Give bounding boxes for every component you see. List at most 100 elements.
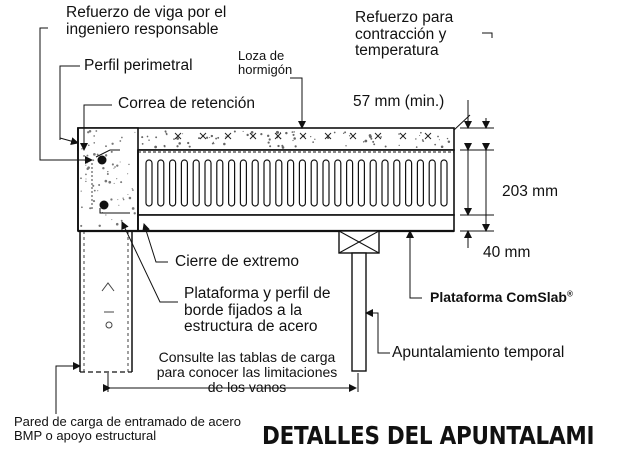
rebar-mark	[274, 132, 282, 140]
deck-rib	[157, 159, 165, 207]
concrete-speckle	[104, 154, 108, 157]
concrete-speckle	[293, 131, 295, 133]
concrete-speckle	[85, 173, 87, 176]
concrete-speckle	[210, 134, 214, 138]
concrete-speckle	[419, 134, 421, 137]
rebar-mark	[299, 132, 307, 140]
concrete-speckle	[267, 141, 270, 144]
concrete-speckle	[111, 163, 114, 166]
edge-beam	[77, 127, 139, 232]
registered-mark: ®	[566, 289, 573, 299]
concrete-speckle	[415, 146, 418, 148]
concrete-speckle	[155, 136, 158, 139]
deck-rib	[145, 159, 153, 207]
concrete-speckle	[80, 224, 83, 227]
concrete-speckle	[304, 135, 306, 137]
rebar-mark	[399, 132, 407, 140]
bearing-wall	[79, 231, 133, 373]
temporary-shoring-label: Apuntalamiento temporal	[392, 344, 565, 361]
concrete-speckle	[98, 224, 101, 228]
concrete-speckle	[93, 189, 96, 192]
concrete-speckle	[448, 141, 450, 143]
concrete-speckle	[83, 154, 86, 157]
concrete-speckle	[98, 183, 101, 186]
rebar-mark	[324, 132, 332, 140]
retention-strap-label: Correa de retención	[118, 95, 255, 112]
concrete-slab	[77, 127, 455, 151]
deck-rib	[216, 159, 224, 207]
concrete-speckle	[422, 140, 425, 143]
concrete-speckle	[176, 137, 180, 140]
concrete-speckle	[111, 219, 113, 221]
concrete-speckle	[104, 179, 108, 183]
concrete-speckle	[266, 134, 270, 138]
concrete-speckle	[115, 222, 119, 226]
concrete-speckle	[128, 196, 132, 200]
concrete-speckle	[209, 137, 211, 139]
deck-rib	[405, 159, 413, 207]
concrete-speckle	[146, 135, 149, 138]
concrete-speckle	[122, 197, 124, 199]
concrete-speckle	[120, 219, 123, 222]
concrete-speckle	[362, 141, 365, 143]
concrete-speckle	[246, 133, 249, 137]
concrete-speckle	[187, 141, 190, 145]
concrete-speckle	[293, 137, 296, 140]
concrete-speckle	[110, 150, 113, 153]
deck-rib	[228, 159, 236, 207]
deck-rib	[192, 159, 200, 207]
concrete-speckle	[173, 138, 175, 140]
deck-rib	[381, 159, 389, 207]
rebar-top	[97, 155, 107, 165]
concrete-speckle	[80, 190, 82, 192]
concrete-speckle	[141, 136, 144, 139]
concrete-speckle	[97, 190, 99, 192]
concrete-speckle	[93, 152, 96, 156]
concrete-speckle	[132, 189, 134, 191]
concrete-speckle	[215, 137, 218, 140]
concrete-speckle	[88, 130, 92, 133]
concrete-speckle	[89, 207, 92, 210]
concrete-speckle	[92, 200, 96, 203]
concrete-speckle	[291, 131, 294, 133]
concrete-speckle	[420, 131, 422, 134]
concrete-speckle	[176, 145, 179, 148]
min-thickness-label: 57 mm (min.)	[353, 93, 445, 110]
concrete-speckle	[333, 131, 336, 134]
bottom-depth-label: 40 mm	[483, 244, 531, 261]
concrete-speckle	[85, 178, 87, 180]
concrete-speckle	[268, 138, 271, 141]
concrete-speckle	[314, 138, 316, 140]
concrete-speckle	[242, 130, 244, 133]
concrete-speckle	[105, 214, 107, 216]
concrete-speckle	[131, 207, 135, 210]
concrete-speckle	[260, 133, 263, 136]
concrete-speckle	[131, 188, 133, 190]
concrete-speckle	[370, 137, 373, 140]
concrete-speckle	[369, 135, 372, 139]
concrete-speckle	[121, 136, 123, 139]
concrete-speckle	[134, 131, 136, 133]
depth-dimensions	[460, 100, 494, 248]
concrete-speckle	[277, 144, 280, 148]
concrete-speckle	[133, 212, 136, 215]
concrete-speckle	[119, 140, 122, 142]
deck-rib	[322, 159, 330, 207]
concrete-speckle	[345, 145, 347, 147]
concrete-speckle	[93, 142, 96, 144]
concrete-speckle	[114, 166, 116, 168]
concrete-speckle	[344, 131, 347, 134]
concrete-speckle	[87, 166, 90, 169]
deck-rib	[275, 159, 283, 207]
concrete-speckle	[182, 133, 184, 135]
concrete-speckle	[116, 164, 119, 167]
concrete-speckle	[127, 193, 129, 195]
concrete-speckle	[106, 172, 109, 175]
concrete-speckle	[111, 142, 114, 145]
concrete-speckle	[86, 154, 89, 157]
concrete-speckle	[127, 173, 129, 175]
deck-rib	[416, 159, 424, 207]
